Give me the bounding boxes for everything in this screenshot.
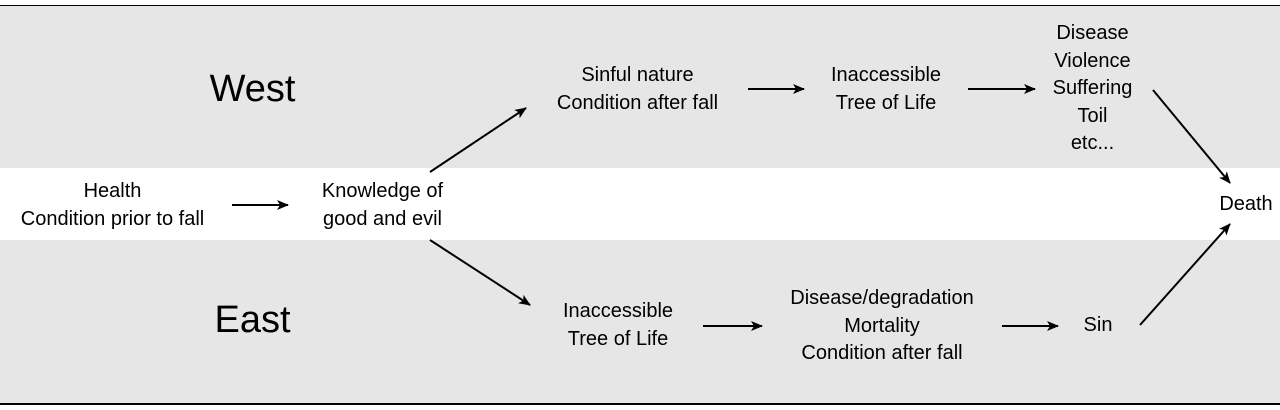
node-knowledge: Knowledge of good and evil [300, 178, 465, 233]
node-knowledge-line-2: good and evil [323, 207, 442, 230]
center-band [0, 168, 1280, 240]
node-knowledge-line-1: Knowledge of [321, 180, 444, 202]
east-band [0, 240, 1280, 405]
node-health-line-1: Health [83, 180, 142, 202]
node-east-sin: Sin [1068, 312, 1128, 340]
node-west-tree-line-2: Tree of Life [835, 91, 937, 114]
node-east-disease-line-1: Disease/degradation [790, 287, 974, 309]
west-band [0, 5, 1280, 168]
node-west-sinful-line-1: Sinful nature [581, 64, 694, 86]
node-east-tree-line-1: Inaccessible [562, 300, 674, 322]
east-label: East [214, 299, 291, 341]
node-east-sin-line-1: Sin [1083, 314, 1113, 336]
west-label: West [209, 68, 296, 110]
node-east-tree-line-2: Tree of Life [567, 327, 669, 350]
node-west-disease-line-1: Disease [1056, 22, 1129, 44]
node-west-disease-line-5: etc... [1070, 132, 1115, 154]
node-death-line-1: Death [1219, 193, 1273, 215]
arrow-west-disease-to-death [1152, 89, 1231, 184]
node-west-disease-line-3: Suffering [1052, 77, 1133, 99]
node-east-inaccessible-tree: Inaccessible Tree of Life [538, 298, 698, 353]
node-health-line-2: Condition prior to fall [20, 207, 205, 230]
node-health: Health Condition prior to fall [0, 178, 225, 233]
arrow-knowledge-to-east [429, 239, 531, 306]
node-east-disease-degradation: Disease/degradation Mortality Condition … [762, 285, 1002, 368]
node-west-sinful-nature: Sinful nature Condition after fall [535, 62, 740, 117]
node-east-disease-line-2: Mortality [844, 314, 920, 337]
node-west-sinful-line-2: Condition after fall [556, 91, 719, 114]
node-west-tree-line-1: Inaccessible [830, 64, 942, 86]
node-west-disease-line-2: Violence [1054, 49, 1131, 72]
node-west-inaccessible-tree: Inaccessible Tree of Life [806, 62, 966, 117]
node-west-disease: Disease Violence Suffering Toil etc... [1030, 20, 1155, 158]
arrow-east-sin-to-death [1139, 223, 1231, 326]
arrow-knowledge-to-west [429, 107, 527, 173]
node-death: Death [1212, 191, 1280, 219]
node-west-disease-line-4: Toil [1077, 104, 1108, 127]
node-east-disease-line-3: Condition after fall [801, 342, 963, 364]
